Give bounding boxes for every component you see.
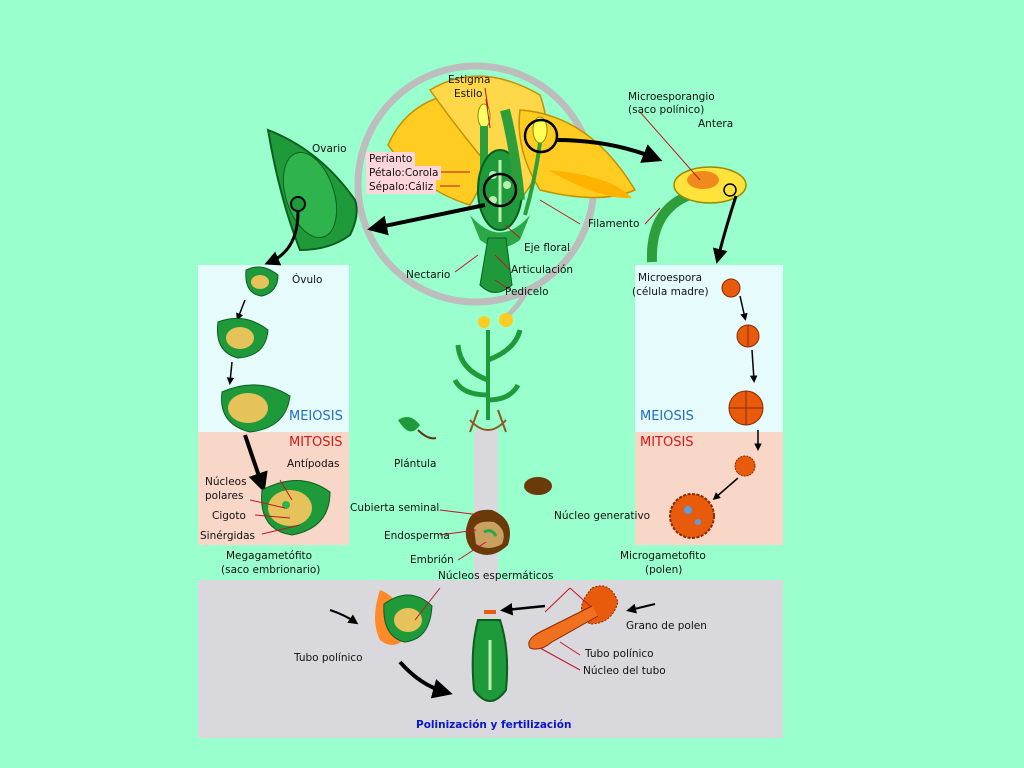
label-filament: Filamento [588,218,640,230]
male-meiosis-title: MEIOSIS [640,409,694,424]
label-seed-coat: Cubierta seminal [350,502,440,514]
label-sepal: Sépalo:Cáliz [366,180,437,194]
ovule-stages [216,266,331,536]
label-nectary: Nectario [406,269,451,281]
label-sperm-nuclei: Núcleos espermáticos [438,570,554,582]
label-endosperm: Endosperma [384,530,450,542]
flower-pistil-and-stem [470,103,559,293]
anther-illustration [646,166,747,264]
label-microsporangium-note: (saco polínico) [628,104,705,116]
label-floral-axis: Eje floral [524,242,571,254]
central-stem-band [474,430,498,580]
label-microgametophyte-note: (polen) [645,564,683,576]
label-microspore-note: (célula madre) [632,286,709,298]
flower-petals [387,75,637,206]
label-tube-nucleus: Núcleo del tubo [583,665,666,677]
label-polar-nuclei-1: Núcleos [205,476,247,488]
pollination-illustration [329,585,656,702]
label-antipodals: Antípodas [287,458,340,470]
label-megagametophyte: Megagametófito [226,550,313,562]
label-generative-nucleus: Núcleo generativo [554,510,651,522]
label-petal: Pétalo:Corola [366,166,442,180]
label-embryo: Embrión [410,554,454,566]
seedling-plant [398,313,552,555]
label-articulation: Articulación [511,264,574,276]
female-meiosis-title: MEIOSIS [289,409,343,424]
female-mitosis-title: MITOSIS [289,435,343,450]
arrow-to-anther [555,138,663,163]
label-megagametophyte-note: (saco embrionario) [221,564,321,576]
microspore-stages [669,278,764,539]
label-seedling: Plántula [394,458,437,470]
label-ovary: Ovario [312,143,347,155]
label-anther: Antera [698,118,734,130]
label-perianth: Perianto [366,152,416,166]
label-ovule: Óvulo [292,274,323,286]
label-pollen-tube-male: Tubo polínico [585,648,654,660]
label-synergids: Sinérgidas [200,530,255,542]
male-mitosis-title: MITOSIS [640,435,694,450]
label-pollen-tube-female: Tubo polínico [294,652,363,664]
label-polar-nuclei-2: polares [205,490,244,502]
leader-lines [249,87,701,671]
arrow-to-ovary [367,203,486,236]
label-pedicel: Pedicelo [505,286,549,298]
ovary-illustration [264,128,358,266]
label-microsporangium: Microesporangio [628,91,715,103]
label-zygote: Cigoto [212,510,246,522]
label-microspore: Microespora [638,272,703,284]
pollination-caption: Polinización y fertilización [416,719,572,731]
label-pollen-grain: Grano de polen [626,620,707,632]
label-style: Estilo [454,88,483,100]
label-microgametophyte: Microgametofito [620,550,706,562]
label-stigma: Estigma [448,74,491,86]
